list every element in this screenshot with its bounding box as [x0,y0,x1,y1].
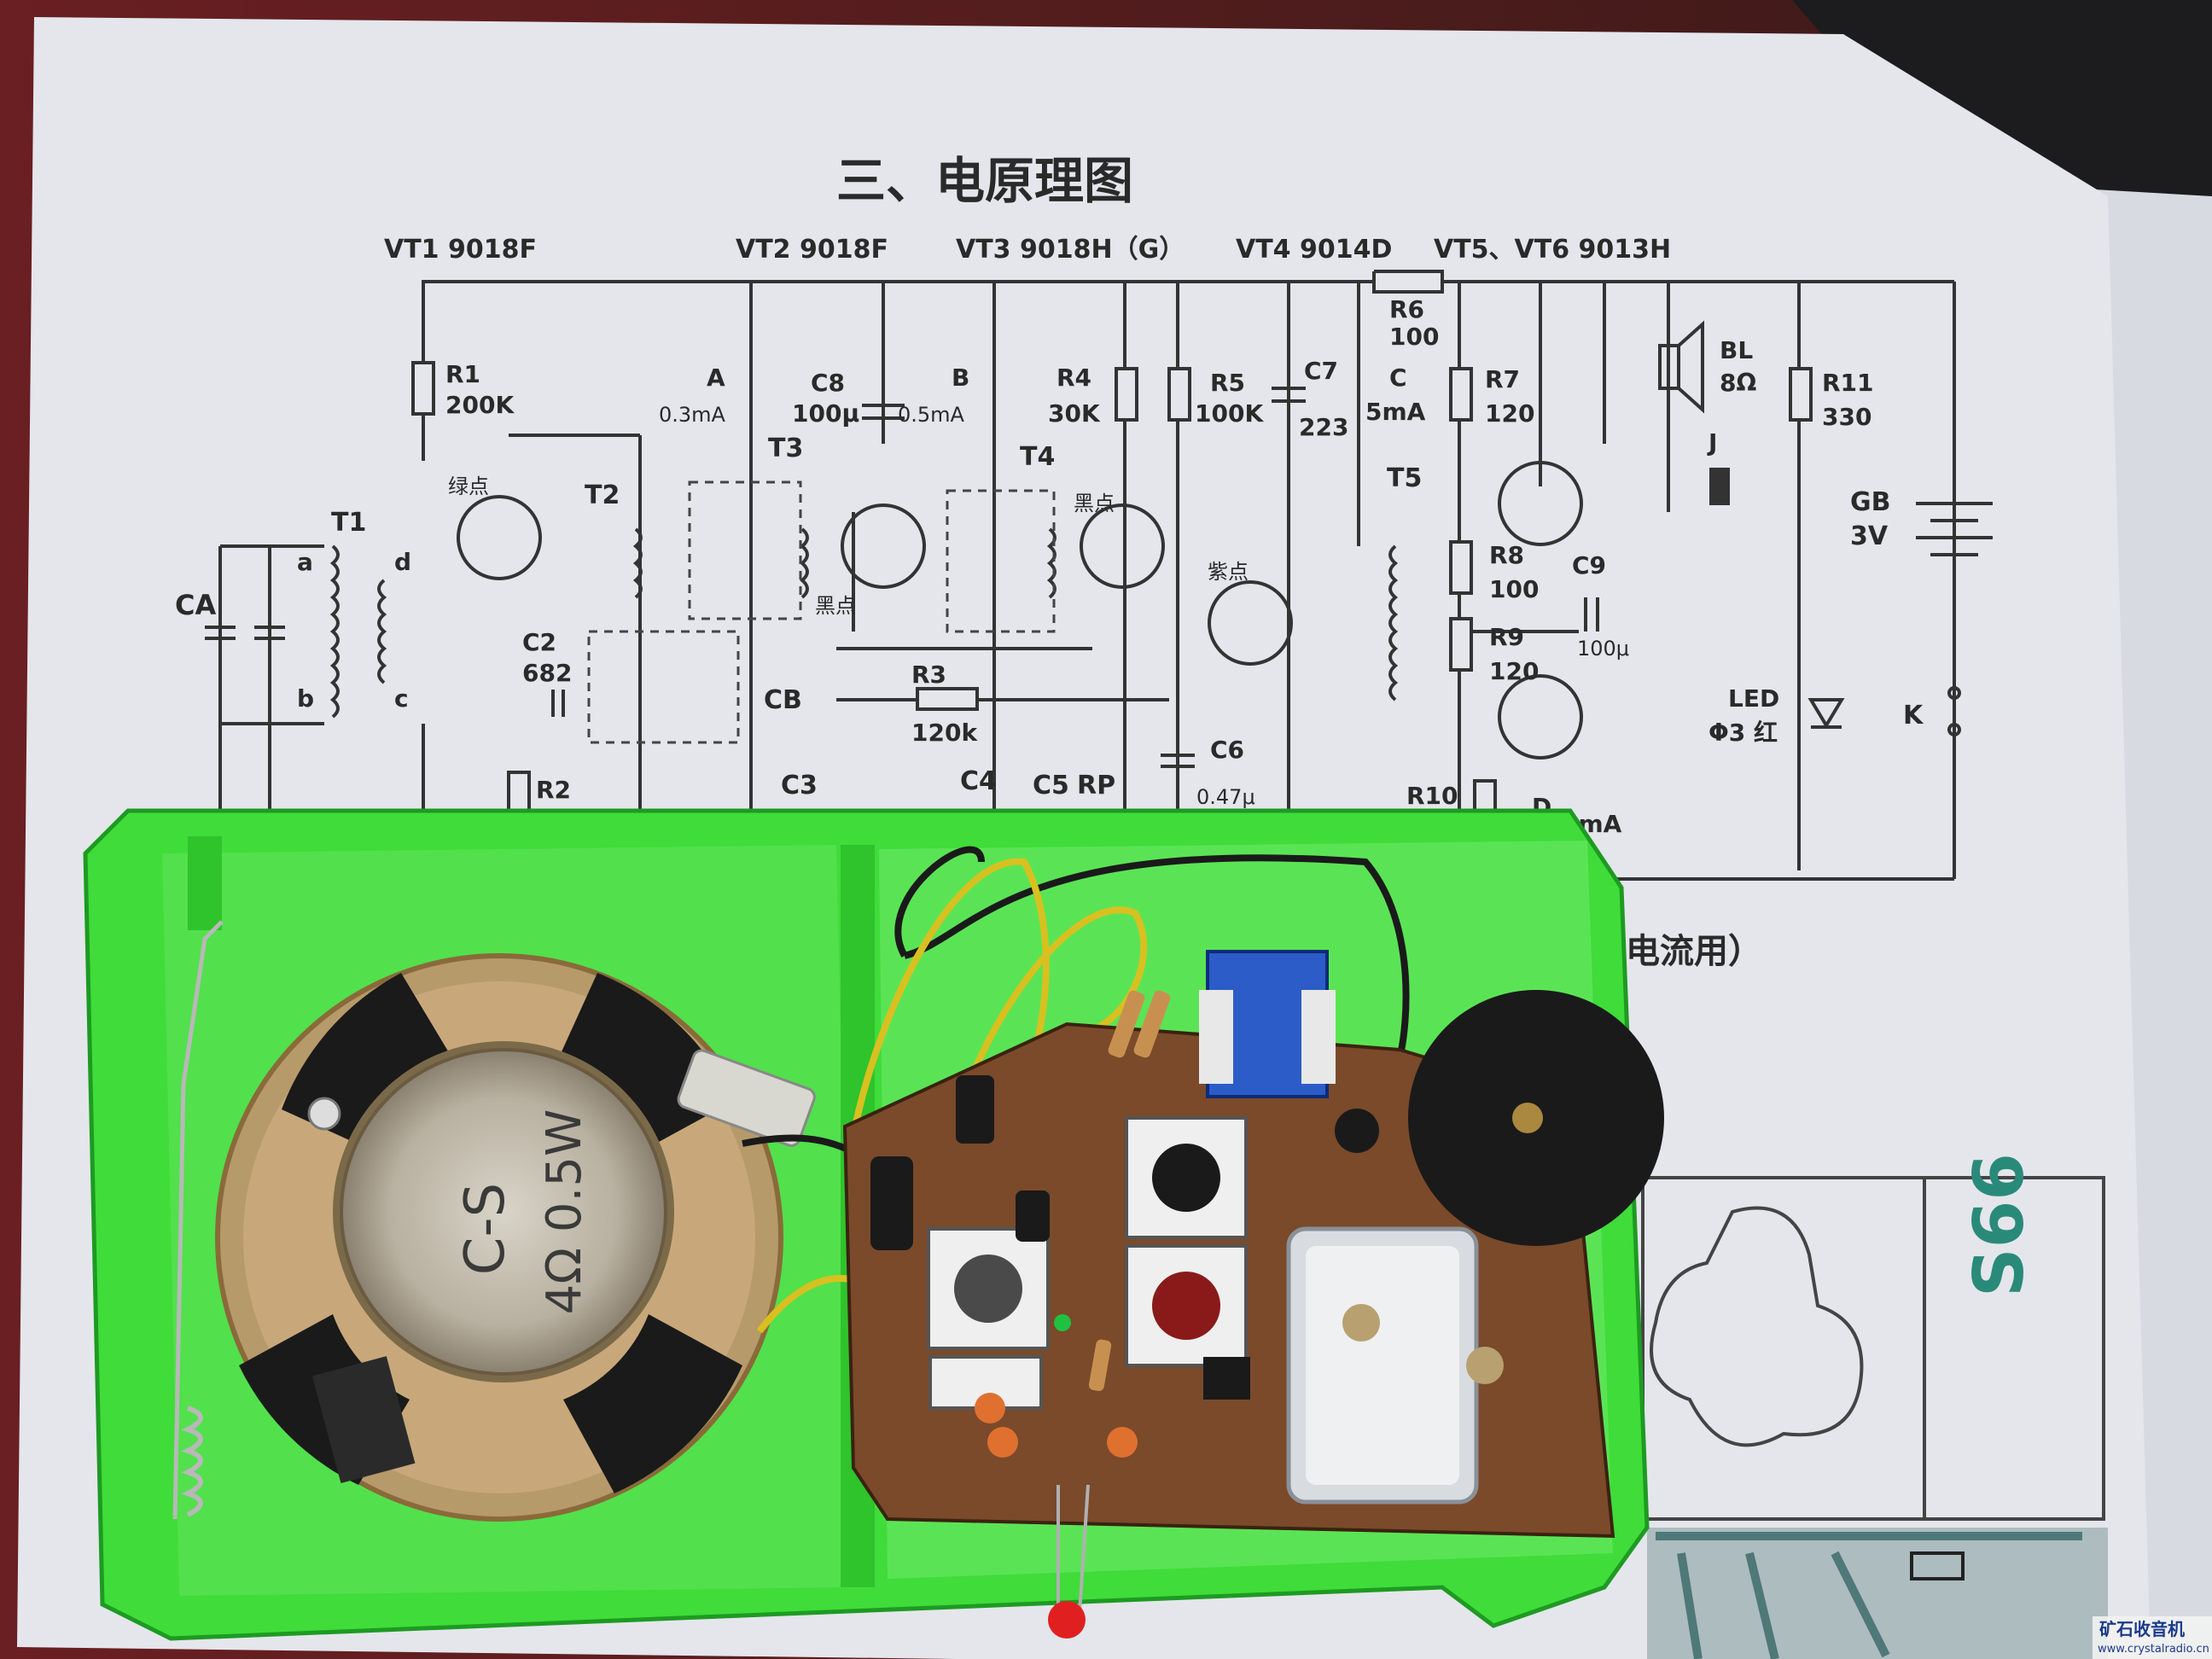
coil-d-label: d [394,548,411,576]
pcb-sheet-number: S66 [1959,1153,2039,1297]
r4-label: R4 [1057,364,1091,392]
gb-value: 3V [1850,521,1889,551]
point-c-current: 5mA [1365,398,1426,426]
r3-value: 120k [911,719,978,747]
cb-label: CB [764,685,802,715]
c6-label: C6 [1210,736,1244,764]
c7-value: 223 [1299,413,1348,441]
r7-label: R7 [1485,365,1520,393]
r6-value: 100 [1389,323,1439,351]
point-c-label: C [1389,364,1407,392]
dot2-label: 黑点 [815,594,856,618]
bl-label: BL [1720,336,1753,364]
r1-label: R1 [445,360,480,388]
schematic-labels: R1 200K CA T1 a b d c 绿点 T2 C2 682 R2 A … [175,295,1924,971]
coil-a-label: a [297,548,313,576]
t2-label: T2 [585,480,620,510]
t5-label: T5 [1387,463,1422,493]
point-a-label: A [707,364,725,392]
vt56-label: VT5、VT6 9013H [1434,235,1671,265]
watermark-name: 矿石收音机 [2099,1619,2185,1639]
schematic-heading: 三、电原理图 [836,152,1133,210]
dot3-label: 黑点 [1074,492,1115,515]
dark-object [1792,0,2212,222]
led-indicator [1048,1601,1086,1639]
speaker-label-line2: 4Ω 0.5W [537,1109,592,1315]
watermark-url: www.crystalradio.cn [2098,1643,2209,1656]
point-b-current: 0.5mA [898,403,965,427]
bl-value: 8Ω [1720,369,1756,397]
dot1-label: 绿点 [448,474,489,498]
schematic-resistors [411,361,1813,817]
c8-label: C8 [811,369,845,397]
c5-label: C5 [1033,771,1069,800]
c9-value: 100μ [1577,637,1629,661]
speaker: C-S 4Ω 0.5W [215,953,816,1522]
r11-value: 330 [1822,403,1871,431]
vt1-label: VT1 9018F [384,235,537,265]
r4-value: 30K [1048,399,1101,428]
vt2-label: VT2 9018F [736,235,888,265]
t1-label: T1 [331,508,366,538]
vt4-label: VT4 9014D [1236,235,1392,265]
t3-label: T3 [768,434,803,463]
battery-spring [172,920,224,1520]
r8-label: R8 [1489,541,1524,569]
vt3-label: VT3 9018H（G） [956,235,1185,265]
gb-label: GB [1850,487,1891,517]
speaker-label-line1: C-S [454,1183,517,1275]
dot4-label: 紫点 [1208,560,1249,584]
r8-value: 100 [1489,575,1539,603]
c6-value: 0.47μ [1196,785,1255,809]
point-b-label: B [952,364,969,392]
r3-label: R3 [911,661,946,689]
r10-label: R10 [1406,782,1458,810]
t4-label: T4 [1020,442,1055,472]
c2-label: C2 [522,628,556,656]
watermark: 矿石收音机 www.crystalradio.cn [2093,1616,2212,1659]
schematic-output-symbols [1658,320,1993,736]
schematic-shield-boxes [587,480,1056,744]
point-a-current: 0.3mA [659,403,726,427]
r5-value: 100K [1195,399,1264,428]
c8-value: 100μ [792,399,859,428]
r11-label: R11 [1822,369,1874,397]
r7-value: 120 [1485,399,1534,428]
r5-label: R5 [1210,369,1245,397]
pcb-layout-sheet: S66 [1641,1153,2108,1659]
pcb-board [842,950,1664,1639]
coil-c-label: c [394,684,409,713]
coil-b-label: b [297,684,314,713]
led-value: Φ3 红 [1708,719,1778,747]
note-fragment: 电流用） [1626,932,1762,971]
schematic-capacitors [205,387,1599,768]
r6-label: R6 [1389,295,1424,323]
r1-value: 200K [445,391,515,419]
k-label: K [1903,701,1924,731]
c4-label: C4 [960,766,997,796]
c2-value: 682 [522,659,572,687]
c7-label: C7 [1304,357,1338,385]
rp-label: RP [1077,771,1115,800]
r9-label: R9 [1489,623,1524,651]
j-label: J [1707,428,1717,457]
r9-value: 120 [1489,657,1539,685]
schematic-transistors [457,461,1583,760]
c3-label: C3 [781,771,818,800]
r2-label: R2 [536,776,571,804]
ca-label: CA [175,589,216,621]
led-label: LED [1728,684,1779,713]
c9-label: C9 [1572,551,1606,579]
